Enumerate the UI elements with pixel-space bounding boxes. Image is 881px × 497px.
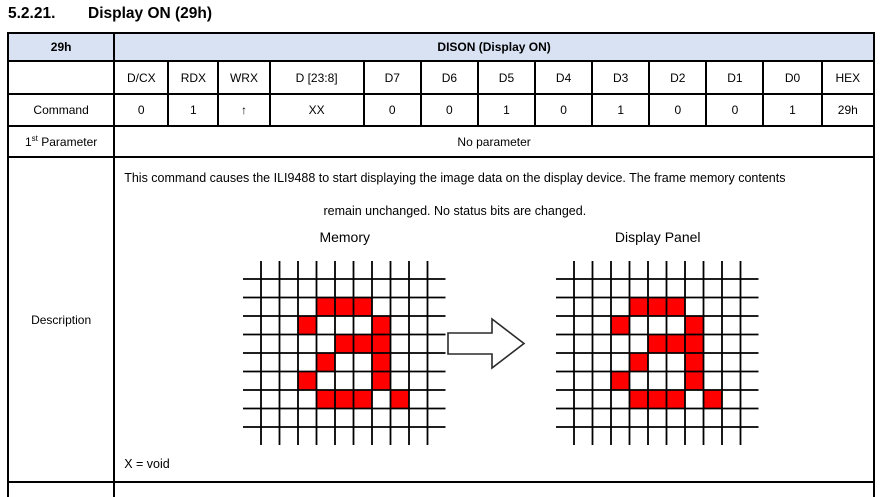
column-header-cell: D6 — [419, 60, 479, 95]
display-panel-pixel-grid — [556, 261, 759, 445]
column-header-cell: WRX — [217, 60, 271, 95]
command-bit-cell: ↑ — [217, 93, 271, 127]
register-name-cell: DISON (Display ON) — [113, 32, 875, 62]
description-label-cell: Description — [6, 156, 116, 483]
command-bit-cell: 1 — [167, 93, 220, 127]
memory-pixel-grid — [243, 261, 446, 445]
no-parameter-cell: No parameter — [113, 125, 875, 158]
column-header-cell: D/CX — [113, 60, 170, 95]
section-number: 5.2.21. — [8, 5, 56, 22]
register-header-row: 29h DISON (Display ON) — [6, 32, 875, 62]
right-arrow-icon — [447, 317, 526, 370]
command-bit-cell: 0 — [113, 93, 170, 127]
next-row-cutoff — [6, 481, 875, 497]
column-header-cell: RDX — [167, 60, 220, 95]
row-label-cell — [6, 60, 116, 95]
description-line: This command causes the ILI9488 to start… — [124, 171, 786, 185]
command-bit-cell: 0 — [419, 93, 479, 127]
command-label-cell: Command — [6, 93, 116, 127]
column-header-cell: D [23:8] — [268, 60, 365, 95]
column-header-cell: D3 — [591, 60, 651, 95]
command-bit-cell: 29h — [820, 93, 876, 127]
column-header-cell: D5 — [476, 60, 537, 95]
memory-grid-label: Memory — [319, 229, 370, 245]
column-header-cell: D7 — [362, 60, 422, 95]
section-title: 5.2.21. Display ON (29h) — [8, 5, 212, 23]
parameter-row: 1st Parameter No parameter — [6, 125, 875, 158]
command-bit-cell: 0 — [705, 93, 765, 127]
command-bit-cell: 1 — [762, 93, 823, 127]
column-header-cell: D1 — [705, 60, 765, 95]
column-header-cell: HEX — [820, 60, 876, 95]
display-panel-grid-label: Display Panel — [614, 229, 701, 245]
column-header-cell: D0 — [762, 60, 823, 95]
description-content: This command causes the ILI9488 to start… — [116, 159, 872, 480]
command-bit-cell: 0 — [362, 93, 422, 127]
command-bit-cell: 0 — [648, 93, 708, 127]
description-text: This command causes the ILI9488 to start… — [124, 162, 785, 228]
column-header-cell: D4 — [534, 60, 594, 95]
void-note: X = void — [124, 457, 170, 471]
command-bit-cell: XX — [268, 93, 365, 127]
description-content-cell: This command causes the ILI9488 to start… — [113, 156, 875, 483]
description-line: remain unchanged. No status bits are cha… — [323, 204, 587, 218]
parameter-label-cell: 1st Parameter — [6, 125, 116, 158]
register-id-cell: 29h — [6, 32, 116, 62]
column-header-cell: D2 — [648, 60, 708, 95]
command-bit-cell: 1 — [476, 93, 537, 127]
section-heading-text: Display ON (29h) — [88, 5, 213, 22]
command-bit-cell: 1 — [591, 93, 651, 127]
command-bit-cell: 0 — [534, 93, 594, 127]
description-row: Description This command causes the ILI9… — [6, 156, 875, 483]
